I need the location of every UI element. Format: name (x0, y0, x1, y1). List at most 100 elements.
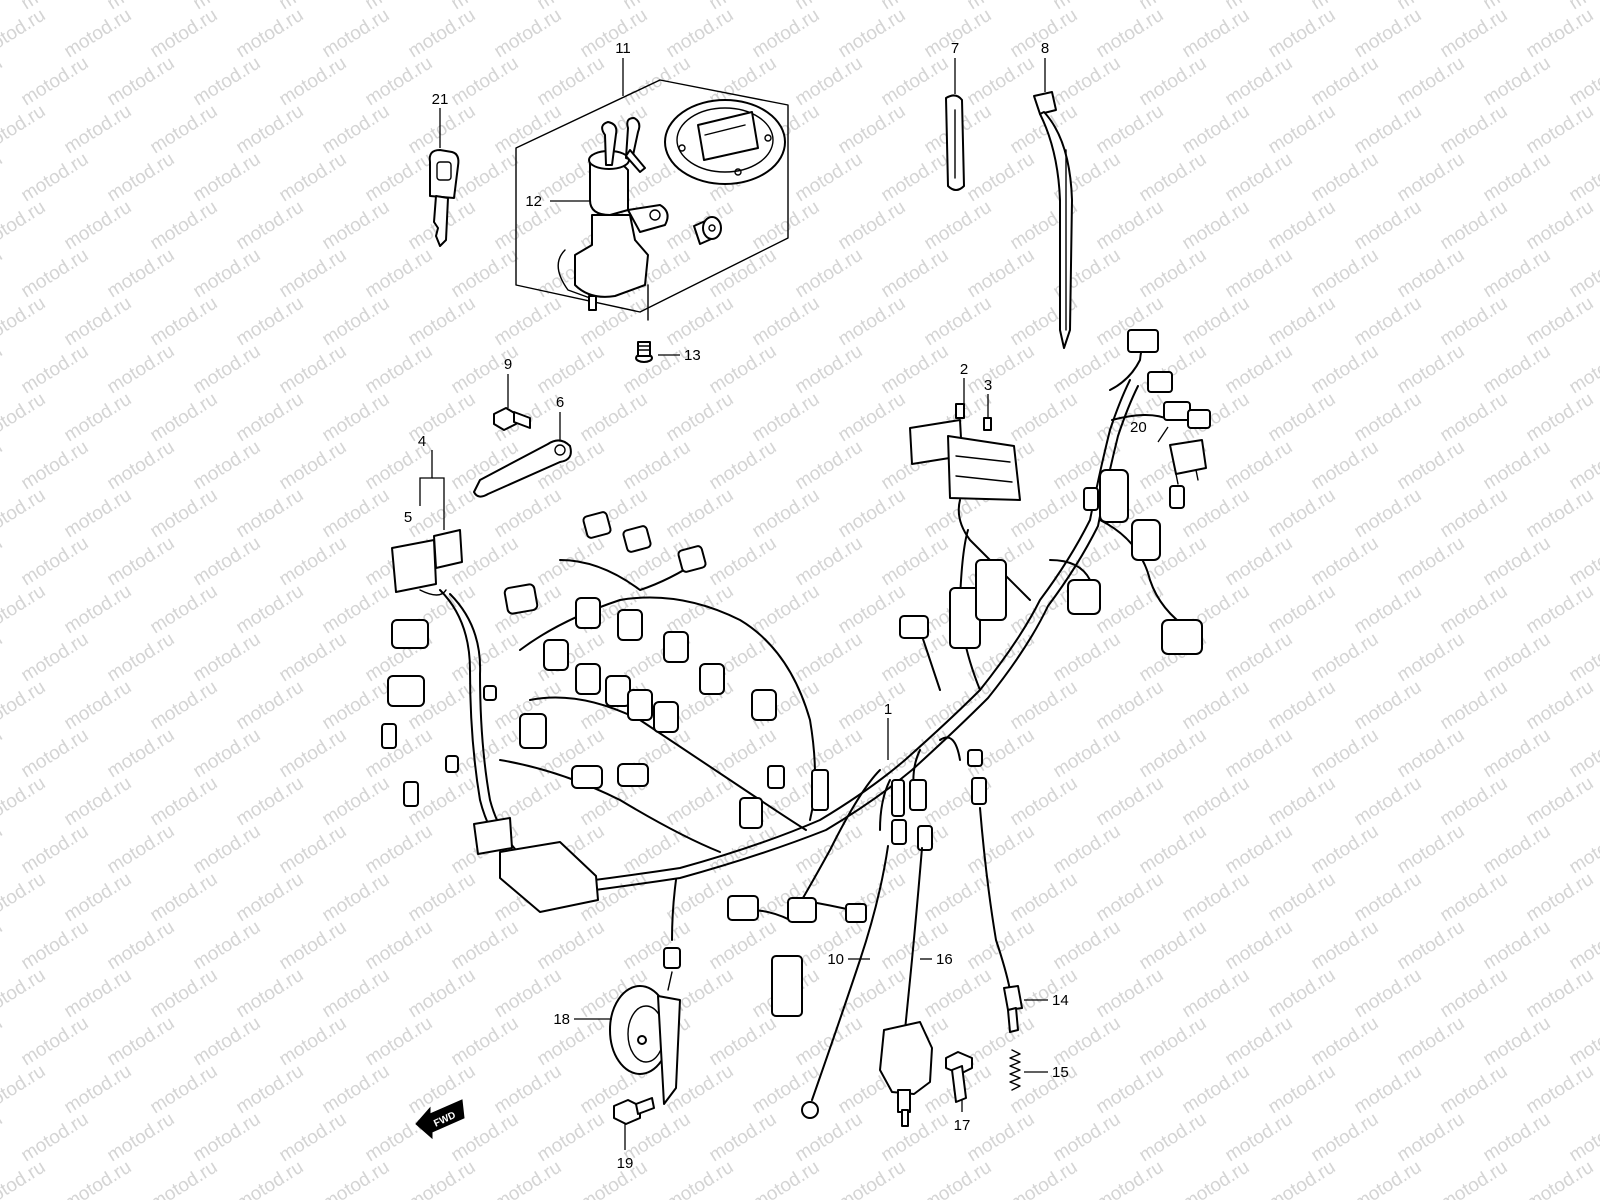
connector (617, 763, 649, 787)
watermark-text: motod.ru (749, 5, 824, 63)
watermark-text: motod.ru (921, 869, 996, 927)
connector (663, 631, 689, 663)
spring-15 (1009, 1049, 1021, 1091)
watermark-text: motod.ru (104, 725, 179, 783)
watermark-text: motod.ru (1308, 725, 1383, 783)
watermark-text: motod.ru (1050, 1109, 1125, 1167)
watermark-text: motod.ru (1437, 677, 1512, 735)
watermark-text: motod.ru (61, 101, 136, 159)
watermark-text: motod.ru (276, 1013, 351, 1071)
watermark-text: motod.ru (319, 1157, 394, 1200)
watermark-text: motod.ru (1566, 725, 1600, 783)
watermark-text: motod.ru (1480, 725, 1555, 783)
watermark-text: motod.ru (319, 485, 394, 543)
watermark-text: motod.ru (18, 725, 93, 783)
watermark-text: motod.ru (706, 1109, 781, 1167)
watermark-text: motod.ru (0, 341, 6, 399)
watermark-text: motod.ru (663, 389, 738, 447)
lock-set-box-outline (515, 79, 789, 313)
watermark-text: motod.ru (61, 485, 136, 543)
watermark-text: motod.ru (190, 245, 265, 303)
watermark-text: motod.ru (405, 293, 480, 351)
watermark-text: motod.ru (835, 293, 910, 351)
watermark-text: motod.ru (1394, 1109, 1469, 1167)
watermark-text: motod.ru (1523, 869, 1598, 927)
watermark-text: motod.ru (104, 341, 179, 399)
watermark-text: motod.ru (1351, 773, 1426, 831)
watermark-text: motod.ru (104, 629, 179, 687)
watermark-text: motod.ru (1179, 773, 1254, 831)
watermark-text: motod.ru (1136, 53, 1211, 111)
watermark-text: motod.ru (190, 1013, 265, 1071)
watermark-text: motod.ru (1265, 293, 1340, 351)
bolt-19 (613, 1097, 655, 1125)
watermark-text: motod.ru (706, 917, 781, 975)
callout-17: 17 (954, 1117, 971, 1134)
watermark-text: motod.ru (1222, 1013, 1297, 1071)
watermark-text: motod.ru (61, 5, 136, 63)
watermark-text: motod.ru (1480, 437, 1555, 495)
watermark-text: motod.ru (878, 821, 953, 879)
watermark-text: motod.ru (1179, 869, 1254, 927)
watermark-text: motod.ru (1351, 5, 1426, 63)
watermark-text: motod.ru (61, 1061, 136, 1119)
watermark-text: motod.ru (1437, 293, 1512, 351)
watermark-text: motod.ru (964, 1109, 1039, 1167)
watermark-text: motod.ru (233, 677, 308, 735)
watermark-text: motod.ru (663, 1157, 738, 1200)
watermark-text: motod.ru (1566, 917, 1600, 975)
watermark-text: motod.ru (1566, 437, 1600, 495)
watermark-text: motod.ru (706, 437, 781, 495)
watermark-text: motod.ru (276, 725, 351, 783)
band-7 (945, 94, 965, 191)
watermark-text: motod.ru (18, 341, 93, 399)
watermark-text: motod.ru (448, 917, 523, 975)
watermark-text: motod.ru (921, 965, 996, 1023)
watermark-text: motod.ru (448, 245, 523, 303)
watermark-text: motod.ru (706, 341, 781, 399)
watermark-text: motod.ru (1265, 101, 1340, 159)
callout-1: 1 (884, 701, 892, 718)
watermark-text: motod.ru (276, 341, 351, 399)
connector (787, 897, 817, 923)
callout-13: 13 (684, 347, 701, 364)
watermark-text: motod.ru (1566, 1109, 1600, 1167)
watermark-text: motod.ru (1308, 629, 1383, 687)
watermark-text: motod.ru (1093, 773, 1168, 831)
watermark-text: motod.ru (749, 485, 824, 543)
watermark-text: motod.ru (491, 1157, 566, 1200)
connector (543, 639, 569, 671)
watermark-text: motod.ru (190, 341, 265, 399)
watermark-text: motod.ru (1179, 1061, 1254, 1119)
watermark-text: motod.ru (233, 389, 308, 447)
watermark-text: motod.ru (1351, 293, 1426, 351)
watermark-text: motod.ru (1351, 197, 1426, 255)
watermark-text: motod.ru (147, 869, 222, 927)
watermark-text: motod.ru (448, 725, 523, 783)
watermark-text: motod.ru (835, 677, 910, 735)
watermark-text: motod.ru (1523, 581, 1598, 639)
watermark-text: motod.ru (319, 5, 394, 63)
connector (967, 749, 983, 767)
watermark-text: motod.ru (1480, 629, 1555, 687)
connector (575, 663, 601, 695)
connector (1099, 469, 1129, 523)
watermark-text: motod.ru (1007, 389, 1082, 447)
watermark-text: motod.ru (362, 149, 437, 207)
watermark-text: motod.ru (319, 965, 394, 1023)
watermark-text: motod.ru (448, 629, 523, 687)
watermark-text: motod.ru (1179, 1157, 1254, 1200)
watermark-text: motod.ru (663, 5, 738, 63)
watermark-text: motod.ru (921, 197, 996, 255)
watermark-text: motod.ru (1394, 917, 1469, 975)
watermark-text: motod.ru (147, 485, 222, 543)
watermark-text: motod.ru (190, 149, 265, 207)
watermark-text: motod.ru (276, 149, 351, 207)
watermark-text: motod.ru (749, 389, 824, 447)
watermark-text: motod.ru (1523, 389, 1598, 447)
watermark-text: motod.ru (1050, 341, 1125, 399)
watermark-text: motod.ru (233, 1061, 308, 1119)
callout-5: 5 (404, 509, 412, 526)
watermark-text: motod.ru (276, 821, 351, 879)
watermark-text: motod.ru (1136, 245, 1211, 303)
